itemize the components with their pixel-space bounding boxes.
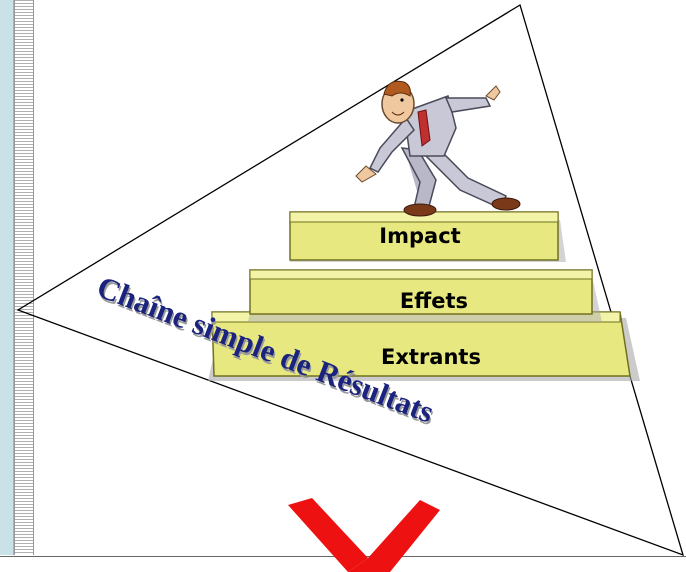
stair-step-impact xyxy=(289,211,566,262)
step-label-impact: Impact xyxy=(379,224,460,248)
triangle-outline xyxy=(16,4,684,557)
businessman-climbing-stairs-icon xyxy=(355,80,521,217)
left-striped-bar xyxy=(14,0,34,555)
red-check-mark-icon xyxy=(288,498,440,572)
step-label-extrants: Extrants xyxy=(381,345,481,369)
left-side-panel xyxy=(0,0,14,555)
stair-step-effets xyxy=(248,269,602,322)
step-label-effets: Effets xyxy=(400,289,468,313)
